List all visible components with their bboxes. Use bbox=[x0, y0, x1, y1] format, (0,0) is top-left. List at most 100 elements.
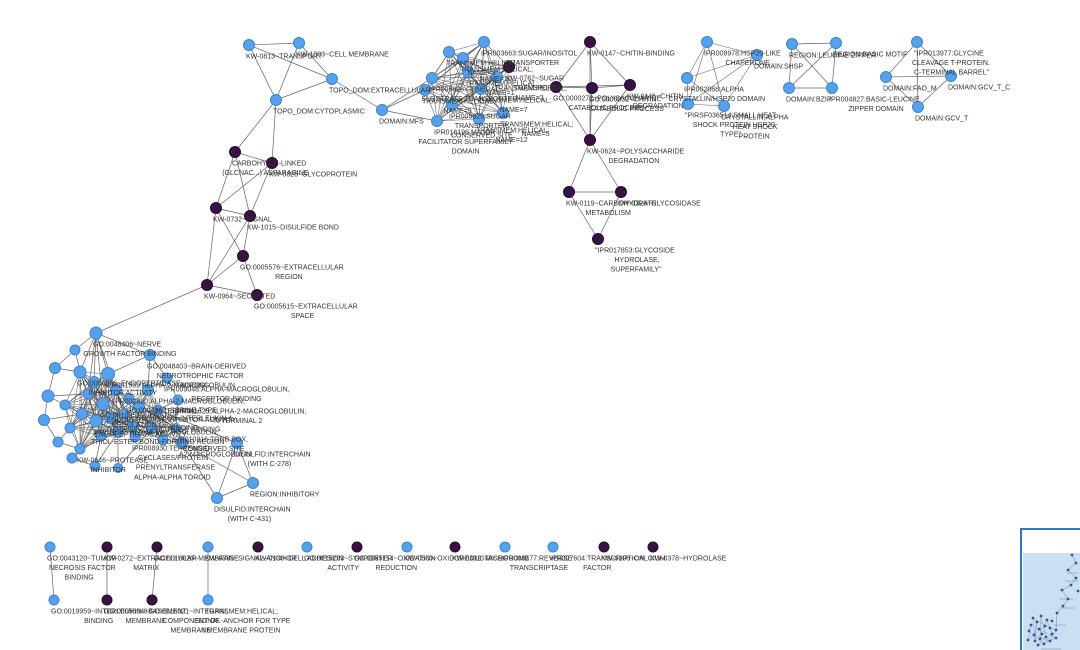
graph-node[interactable] bbox=[144, 349, 156, 361]
graph-node[interactable] bbox=[210, 202, 222, 214]
graph-node[interactable] bbox=[118, 408, 130, 420]
graph-node[interactable] bbox=[172, 394, 184, 406]
graph-node[interactable] bbox=[326, 73, 338, 85]
graph-node[interactable] bbox=[133, 401, 145, 413]
graph-node[interactable] bbox=[244, 210, 256, 222]
graph-node[interactable] bbox=[443, 46, 455, 58]
graph-node[interactable] bbox=[89, 460, 101, 472]
graph-node[interactable] bbox=[110, 384, 122, 396]
graph-node[interactable] bbox=[598, 541, 610, 553]
graph-node[interactable] bbox=[491, 71, 503, 83]
graph-node[interactable] bbox=[701, 36, 713, 48]
graph-node[interactable] bbox=[252, 541, 264, 553]
graph-node[interactable] bbox=[499, 541, 511, 553]
graph-node[interactable] bbox=[419, 84, 431, 96]
graph-node[interactable] bbox=[586, 82, 598, 94]
graph-node[interactable] bbox=[550, 81, 562, 93]
graph-node[interactable] bbox=[201, 279, 213, 291]
graph-node[interactable] bbox=[783, 82, 795, 94]
graph-node[interactable] bbox=[478, 36, 490, 48]
graph-node[interactable] bbox=[211, 492, 223, 504]
graph-node[interactable] bbox=[945, 70, 957, 82]
graph-node[interactable] bbox=[69, 344, 81, 356]
graph-node[interactable] bbox=[38, 414, 50, 426]
graph-node[interactable] bbox=[95, 430, 107, 442]
graph-node[interactable] bbox=[64, 422, 76, 434]
graph-node[interactable] bbox=[229, 146, 241, 158]
graph-node[interactable] bbox=[786, 38, 798, 50]
graph-node[interactable] bbox=[41, 389, 55, 403]
graph-node[interactable] bbox=[44, 541, 56, 553]
graph-node[interactable] bbox=[89, 326, 103, 340]
graph-node[interactable] bbox=[584, 134, 596, 146]
graph-node[interactable] bbox=[401, 541, 413, 553]
graph-node[interactable] bbox=[718, 100, 730, 112]
graph-node[interactable] bbox=[48, 594, 60, 606]
graph-node[interactable] bbox=[171, 423, 181, 433]
graph-node[interactable] bbox=[449, 541, 461, 553]
graph-node[interactable] bbox=[293, 37, 305, 49]
graph-node[interactable] bbox=[146, 422, 158, 434]
graph-node[interactable] bbox=[176, 437, 188, 449]
graph-node[interactable] bbox=[66, 452, 78, 464]
graph-node[interactable] bbox=[647, 541, 659, 553]
graph-node[interactable] bbox=[74, 443, 86, 455]
graph-node[interactable] bbox=[615, 186, 627, 198]
graph-node[interactable] bbox=[161, 372, 173, 384]
graph-node[interactable] bbox=[682, 98, 694, 110]
graph-node[interactable] bbox=[112, 426, 124, 438]
graph-node[interactable] bbox=[266, 157, 278, 169]
graph-node[interactable] bbox=[157, 434, 169, 446]
graph-node[interactable] bbox=[547, 541, 559, 553]
graph-node[interactable] bbox=[475, 83, 487, 95]
graph-node[interactable] bbox=[146, 594, 158, 606]
graph-node[interactable] bbox=[123, 393, 135, 405]
graph-node[interactable] bbox=[251, 289, 263, 301]
graph-node[interactable] bbox=[462, 66, 474, 78]
graph-node[interactable] bbox=[142, 384, 154, 396]
graph-node[interactable] bbox=[911, 36, 923, 48]
graph-node[interactable] bbox=[457, 52, 469, 64]
graph-node[interactable] bbox=[231, 437, 243, 449]
graph-node[interactable] bbox=[563, 186, 575, 198]
graph-node[interactable] bbox=[151, 541, 163, 553]
graph-node[interactable] bbox=[101, 367, 115, 381]
graph-node[interactable] bbox=[912, 101, 924, 113]
graph-node[interactable] bbox=[584, 36, 596, 48]
graph-node[interactable] bbox=[101, 594, 113, 606]
graph-node[interactable] bbox=[830, 37, 842, 49]
graph-node[interactable] bbox=[503, 61, 515, 73]
graph-node[interactable] bbox=[89, 414, 103, 428]
graph-node[interactable] bbox=[104, 412, 116, 424]
graph-node[interactable] bbox=[880, 71, 892, 83]
graph-node[interactable] bbox=[59, 399, 71, 411]
graph-node[interactable] bbox=[129, 431, 141, 443]
graph-node[interactable] bbox=[52, 436, 64, 448]
graph-node[interactable] bbox=[243, 39, 255, 51]
graph-node[interactable] bbox=[826, 82, 838, 94]
graph-node[interactable] bbox=[152, 404, 164, 416]
graph-node[interactable] bbox=[127, 420, 139, 432]
graph-node[interactable] bbox=[96, 397, 110, 411]
graph-node[interactable] bbox=[497, 107, 509, 119]
graph-node[interactable] bbox=[76, 408, 88, 420]
graph-node[interactable] bbox=[202, 541, 214, 553]
graph-node[interactable] bbox=[431, 115, 443, 127]
graph-node[interactable] bbox=[446, 99, 458, 111]
graph-node[interactable] bbox=[101, 541, 113, 553]
graph-node[interactable] bbox=[351, 541, 363, 553]
graph-node[interactable] bbox=[751, 49, 763, 61]
graph-node[interactable] bbox=[49, 362, 61, 374]
graph-node[interactable] bbox=[113, 463, 123, 473]
graph-node[interactable] bbox=[426, 72, 438, 84]
graph-node[interactable] bbox=[247, 477, 259, 489]
minimap-panel[interactable] bbox=[1020, 528, 1080, 650]
graph-node[interactable] bbox=[202, 594, 214, 606]
graph-node[interactable] bbox=[592, 233, 604, 245]
graph-node[interactable] bbox=[82, 388, 94, 400]
graph-node[interactable] bbox=[237, 250, 249, 262]
graph-node[interactable] bbox=[376, 104, 388, 116]
graph-node[interactable] bbox=[624, 79, 636, 91]
graph-node[interactable] bbox=[73, 365, 87, 379]
